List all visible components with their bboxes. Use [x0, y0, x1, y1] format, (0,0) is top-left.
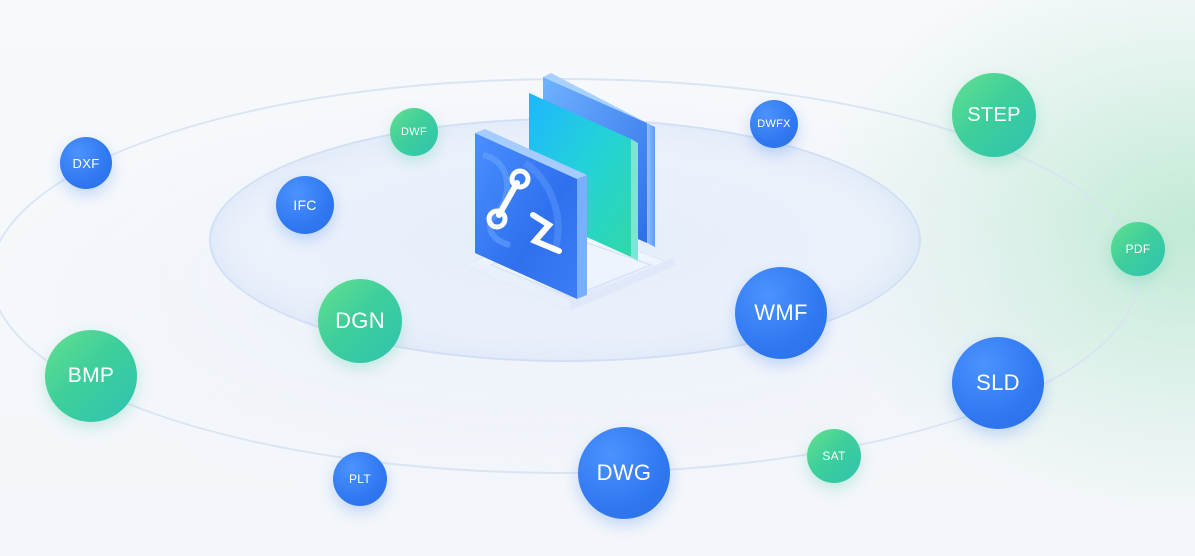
format-label: STEP	[967, 103, 1021, 126]
format-label: SAT	[822, 449, 846, 463]
format-label: WMF	[754, 300, 808, 325]
format-label: PLT	[348, 472, 372, 486]
format-wmf: WMF	[735, 267, 827, 359]
format-label: DWG	[596, 460, 652, 485]
format-dgn: DGN	[318, 279, 402, 363]
format-label: IFC	[293, 197, 317, 213]
format-label: BMP	[67, 364, 115, 387]
format-label: DWF	[401, 126, 427, 138]
format-dwf: DWF	[390, 108, 438, 156]
format-sat: SAT	[807, 429, 861, 483]
format-dxf: DXF	[60, 137, 112, 189]
format-label: DXF	[72, 155, 100, 171]
format-pdf: PDF	[1111, 222, 1165, 276]
format-dwg: DWG	[578, 427, 670, 519]
format-dwfx: DWFX	[750, 100, 798, 148]
format-ifc: IFC	[276, 176, 334, 234]
format-bmp: BMP	[45, 330, 137, 422]
format-label: DWFX	[757, 118, 791, 130]
format-sld: SLD	[952, 337, 1044, 429]
format-label: PDF	[1125, 242, 1151, 256]
format-step: STEP	[952, 73, 1036, 157]
format-plt: PLT	[333, 452, 387, 506]
file-conversion-icon	[462, 73, 678, 310]
format-label: DGN	[335, 308, 385, 333]
format-label: SLD	[976, 370, 1020, 395]
